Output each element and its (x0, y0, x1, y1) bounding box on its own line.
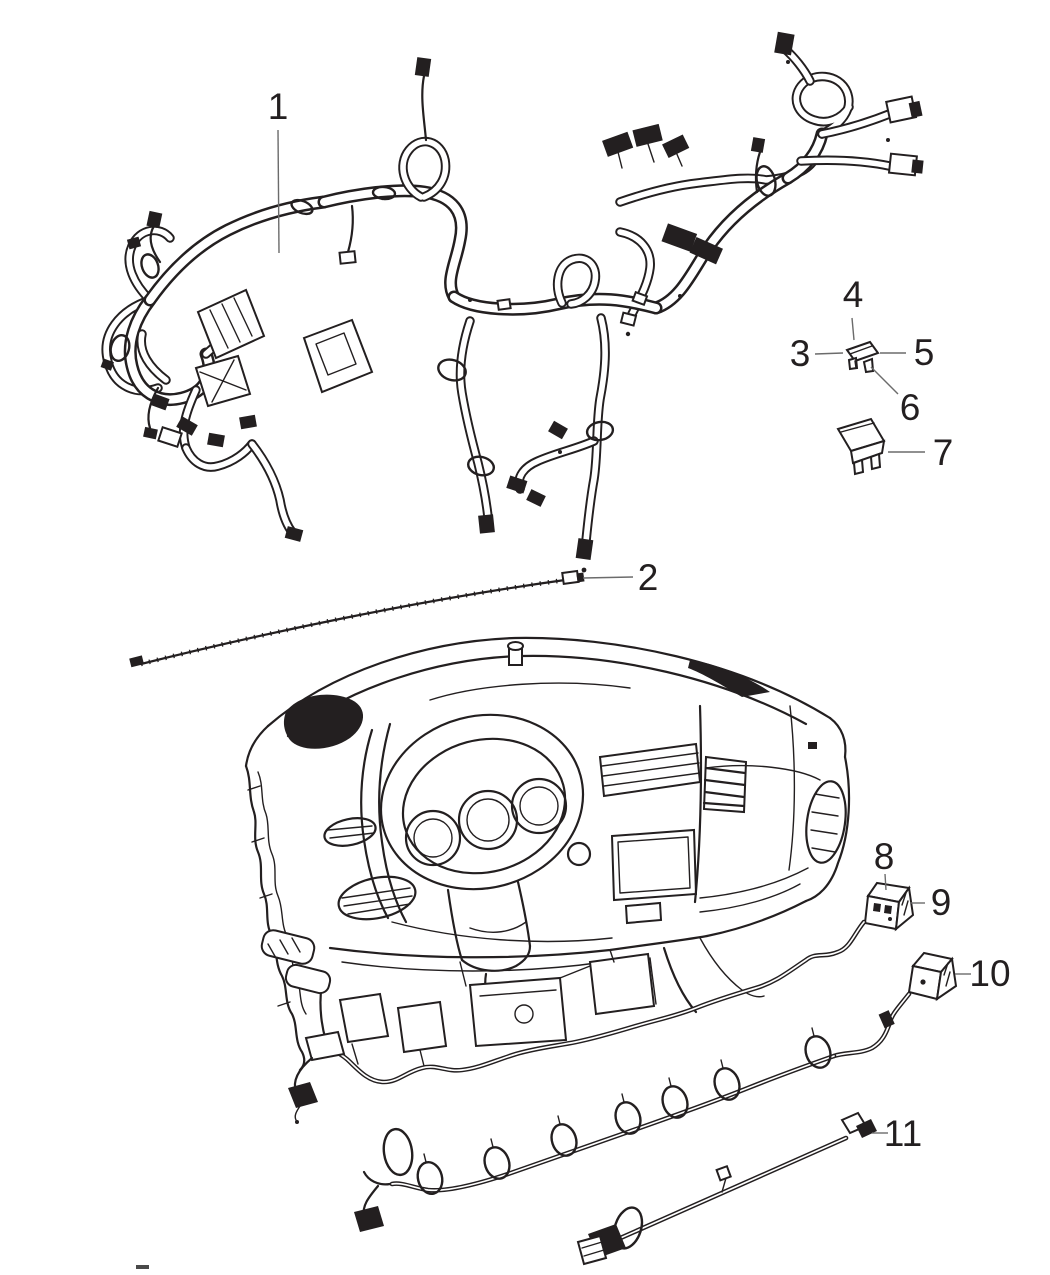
callout-8-leader (884, 873, 887, 891)
straight-harness-drawing (576, 1111, 877, 1266)
callout-8: 8 (874, 836, 895, 877)
callout-1: 1 (268, 86, 289, 127)
callout-9: 9 (931, 882, 952, 923)
antenna-cable-drawing (129, 569, 585, 668)
callout-2: 2 (638, 557, 659, 598)
callout-4: 4 (843, 274, 864, 315)
callout-leaders (277, 129, 971, 1134)
callout-3-leader (814, 352, 844, 355)
callout-10: 10 (969, 953, 1010, 994)
loop-harness-drawing (354, 991, 912, 1232)
page-artifact (136, 1265, 149, 1269)
tree-clips (382, 1027, 832, 1195)
jumper-wire-drawing (288, 919, 867, 1124)
callout-1-leader (277, 129, 280, 254)
callout-2-leader (582, 576, 634, 579)
small-retainer-clip (845, 340, 880, 374)
callout-7: 7 (933, 432, 954, 473)
instrument-panel-drawing (244, 636, 851, 1072)
main-harness-drawing (100, 31, 924, 573)
callout-11: 11 (884, 1113, 922, 1154)
callout-6: 6 (900, 387, 921, 428)
callout-3: 3 (790, 333, 811, 374)
large-retainer-clip (836, 417, 886, 476)
connector-module-10 (907, 951, 958, 1002)
connector-module-8 (863, 881, 915, 932)
callout-5: 5 (914, 332, 935, 373)
callout-4-leader (851, 317, 855, 341)
callout-6-leader (870, 366, 899, 395)
callout-labels: 1 2 3 4 5 6 7 8 9 10 11 (268, 86, 1011, 1154)
